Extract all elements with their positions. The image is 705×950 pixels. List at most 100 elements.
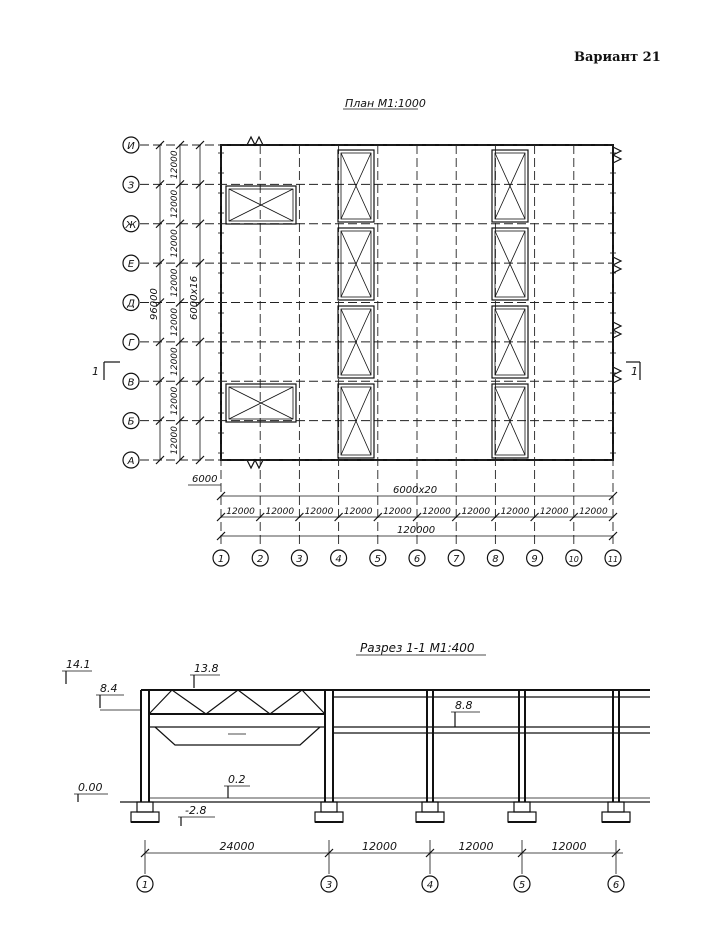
level-marks: 14.1 13.8 8.4 8.8 0.00 0.2 -2.8 bbox=[62, 658, 480, 826]
section-mark-left: 1 bbox=[92, 361, 120, 380]
bottom-span-label: 12000 bbox=[305, 507, 334, 517]
foundation-footing bbox=[415, 811, 445, 823]
section-axis-bubble bbox=[421, 875, 439, 893]
section-mark-right: 1 bbox=[626, 361, 641, 380]
row-axis-label: З bbox=[128, 180, 135, 191]
column-axis-bubble bbox=[251, 549, 269, 567]
level-top: 14.1 bbox=[66, 658, 91, 671]
section-drawing: Разрез 1-1 М1:400 bbox=[62, 641, 650, 893]
level-truss-top: 13.8 bbox=[194, 662, 219, 675]
gate-mark bbox=[611, 321, 623, 339]
skylight-box bbox=[337, 383, 375, 459]
foundation-footing bbox=[601, 811, 631, 823]
skylight-box bbox=[337, 149, 375, 223]
row-axis-bubble bbox=[122, 451, 140, 469]
left-span-label: 12000 bbox=[170, 268, 180, 297]
foundation-pedestal bbox=[136, 801, 154, 813]
row-axis-label: Ж bbox=[125, 220, 138, 231]
column-axis-label: 5 bbox=[375, 554, 381, 565]
column-axis-bubble bbox=[565, 549, 583, 567]
foundation-pedestal bbox=[607, 801, 625, 813]
foundation-footing bbox=[507, 811, 537, 823]
row-axis-bubble bbox=[122, 333, 140, 351]
total-height-label: 96000 bbox=[149, 288, 160, 320]
column-axis-label: 1 bbox=[218, 554, 224, 565]
foundation-pedestal bbox=[320, 801, 338, 813]
bottom-span-label: 12000 bbox=[422, 507, 451, 517]
bottom-span-label: 12000 bbox=[226, 507, 255, 517]
foundation-footing bbox=[314, 811, 344, 823]
edge-offset-label: 6000 bbox=[192, 474, 217, 485]
bottom-span-label: 12000 bbox=[383, 507, 412, 517]
section-mark-right-label: 1 bbox=[631, 365, 638, 378]
column-axis-label: 8 bbox=[492, 554, 498, 565]
column-axis-bubble bbox=[330, 549, 348, 567]
column-axis-label: 3 bbox=[296, 554, 302, 565]
section-axis-bubble bbox=[607, 875, 625, 893]
skylight-box bbox=[337, 305, 375, 379]
column-axis-bubble bbox=[408, 549, 426, 567]
column-axis-label: 10 bbox=[569, 555, 579, 564]
left-span-label: 12000 bbox=[170, 229, 180, 258]
left-span-label: 12000 bbox=[170, 189, 180, 218]
row-axis-bubble bbox=[122, 293, 140, 312]
gate-mark bbox=[611, 366, 623, 384]
skylight-box bbox=[491, 383, 529, 459]
section-title: Разрез 1-1 М1:400 bbox=[360, 641, 475, 655]
column-axis-bubble bbox=[369, 549, 387, 567]
column-axis-bubble bbox=[290, 549, 308, 567]
section-axis-label: 5 bbox=[519, 880, 525, 891]
left-span-label: 12000 bbox=[170, 386, 180, 415]
level-foundation: -2.8 bbox=[185, 804, 206, 817]
plan-title: План М1:1000 bbox=[345, 97, 426, 110]
left-span-label: 12000 bbox=[170, 426, 180, 455]
bottom-span-label: 12000 bbox=[579, 507, 608, 517]
section-span-label: 12000 bbox=[362, 840, 397, 853]
left-span-label: 12000 bbox=[170, 347, 180, 376]
level-zero: 0.00 bbox=[78, 781, 103, 794]
skylight-box bbox=[225, 383, 297, 423]
section-axis-label: 6 bbox=[613, 880, 619, 891]
section-mark-left-label: 1 bbox=[92, 365, 99, 378]
left-span-label: 12000 bbox=[170, 150, 180, 179]
gate-mark bbox=[246, 135, 264, 147]
column-axis-bubble bbox=[604, 549, 622, 567]
bottom-span-label: 12000 bbox=[540, 507, 569, 517]
skylight-box bbox=[491, 149, 529, 223]
foundation-pedestal bbox=[421, 801, 439, 813]
low-bay-frame bbox=[333, 689, 650, 802]
row-axis-bubble bbox=[122, 136, 140, 154]
bottom-span-label: 12000 bbox=[461, 507, 490, 517]
column-axis-label: 4 bbox=[335, 554, 341, 565]
total-length-label: 120000 bbox=[397, 525, 435, 536]
row-axis-bubble bbox=[122, 175, 140, 193]
section-axis-label: 4 bbox=[427, 880, 433, 891]
level-floor: 0.2 bbox=[228, 773, 246, 786]
foundation-pedestal bbox=[513, 801, 531, 813]
row-axis-label: Е bbox=[128, 259, 135, 270]
section-span-label: 24000 bbox=[220, 840, 255, 853]
section-axis-bubble bbox=[513, 875, 531, 893]
left-dimensions: 1200012000120001200012000120001200012000… bbox=[149, 140, 205, 465]
row-axis-label: Д bbox=[126, 299, 135, 310]
row-axis-bubble bbox=[122, 412, 140, 430]
foundation-footing bbox=[130, 811, 160, 823]
gate-mark bbox=[611, 256, 623, 274]
bottom-span-label: 12000 bbox=[265, 507, 294, 517]
skylights bbox=[225, 149, 529, 459]
row-axis-bubble bbox=[122, 215, 140, 233]
column-axis-label: 9 bbox=[531, 554, 537, 565]
column-pitch-y-label: 6000x16 bbox=[189, 276, 200, 320]
section-span-label: 12000 bbox=[459, 840, 494, 853]
skylight-box bbox=[337, 227, 375, 301]
section-axis-label: 3 bbox=[326, 880, 332, 891]
row-axis-label: А bbox=[127, 456, 135, 467]
plan-grid bbox=[140, 144, 614, 548]
section-axis-bubble bbox=[320, 875, 338, 893]
variant-label: Вариант 21 bbox=[574, 50, 661, 65]
